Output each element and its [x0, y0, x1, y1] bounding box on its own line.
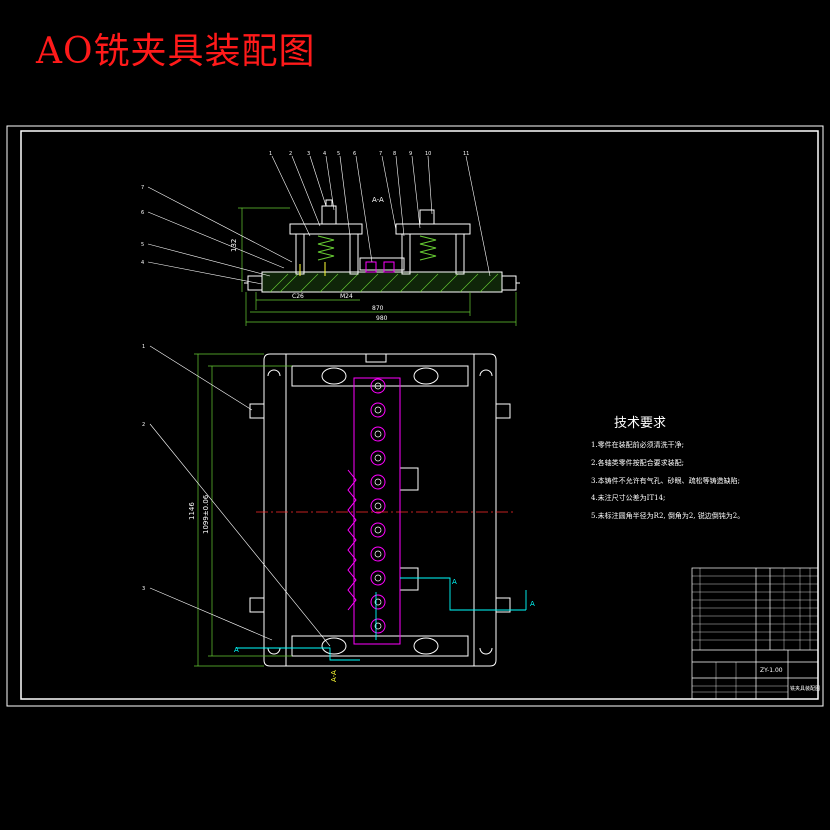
dim-d: 980: [376, 315, 388, 322]
left-leaders: [147, 186, 293, 285]
svg-text:2: 2: [142, 422, 145, 428]
bottom-section-label: A-A: [330, 670, 338, 682]
svg-text:7: 7: [379, 151, 382, 157]
section-line: [236, 577, 527, 661]
svg-text:11: 11: [463, 151, 469, 157]
front-dimensions: [238, 207, 517, 326]
dim-inner-height: 1099±0.06: [202, 494, 210, 534]
plan-dimensions: [194, 353, 292, 667]
svg-text:5: 5: [141, 242, 144, 248]
section-mark-left: A: [234, 646, 239, 654]
section-mark-mid: A: [452, 578, 457, 586]
svg-text:6: 6: [353, 151, 356, 157]
svg-text:1: 1: [269, 151, 272, 157]
svg-text:4: 4: [323, 151, 326, 157]
tech-req-item-2: 2.各轴类零件按配合要求装配;: [591, 459, 685, 467]
top-leaders: [271, 155, 491, 277]
dim-a: C26: [292, 293, 304, 300]
svg-text:10: 10: [425, 151, 431, 157]
tech-req-item-4: 4.未注尺寸公差为IT14;: [591, 494, 666, 502]
dim-c: 870: [372, 305, 384, 312]
title-block: [691, 567, 819, 700]
part-circles: [374, 382, 382, 630]
svg-text:9: 9: [409, 151, 412, 157]
tech-req-item-1: 1.零件在装配前必须清洗干净;: [591, 441, 685, 449]
dim-overall-height: 1146: [188, 502, 196, 520]
title-block-name: 铣夹具装配图: [790, 685, 820, 692]
svg-text:1: 1: [142, 344, 145, 350]
inner-frame: [20, 130, 819, 700]
plan-callouts: 1 2 3: [142, 344, 145, 592]
svg-text:5: 5: [337, 151, 340, 157]
dim-front-height: 132: [230, 239, 238, 252]
outer-frame: [6, 125, 824, 707]
svg-text:3: 3: [142, 586, 145, 592]
svg-text:4: 4: [141, 260, 144, 266]
svg-text:7: 7: [141, 185, 144, 191]
tech-req-item-5: 5.未标注圆角半径为R2, 倒角为2, 锐边倒钝为2。: [591, 512, 745, 520]
svg-text:8: 8: [393, 151, 396, 157]
svg-text:6: 6: [141, 210, 144, 216]
top-callouts: 1 2 3 4 5 6 7 8 9 10 11: [269, 151, 469, 157]
drawing-title: AO铣夹具装配图: [36, 31, 316, 72]
tech-req-item-3: 3.本铸件不允许有气孔、砂眼、疏松等铸造缺陷;: [591, 477, 741, 485]
plan-leaders: [149, 345, 331, 647]
front-view: [244, 199, 520, 293]
center-strip: [347, 377, 401, 645]
tech-req-title: 技术要求: [614, 416, 667, 431]
left-callouts: 7 6 5 4: [141, 185, 144, 266]
section-label: A-A: [372, 196, 384, 204]
dim-b: M24: [340, 293, 353, 300]
title-block-code: ZY-1.00: [760, 667, 783, 674]
svg-text:2: 2: [289, 151, 292, 157]
section-mark-right: A: [530, 600, 535, 608]
svg-text:3: 3: [307, 151, 310, 157]
